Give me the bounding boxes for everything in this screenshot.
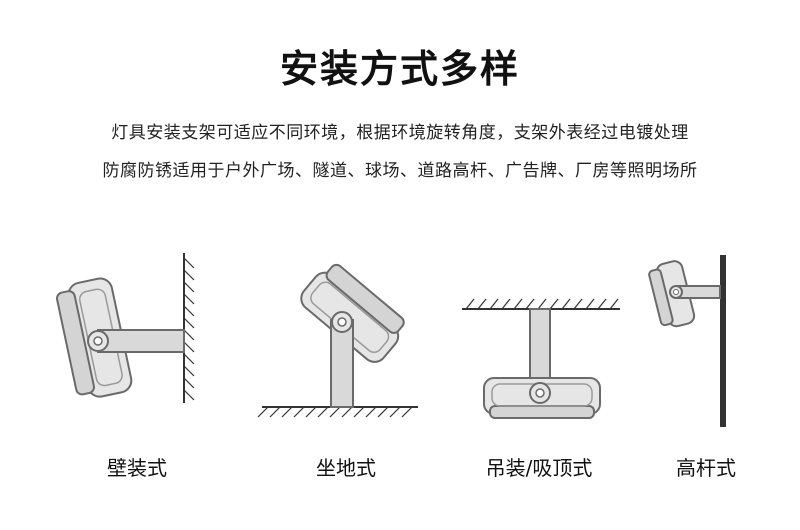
pole-mount-icon [648,255,726,427]
description-line-2: 防腐防锈适用于户外广场、隧道、球场、道路高杆、广告牌、厂房等照明场所 [102,161,698,181]
description-line-1: 灯具安装支架可适应不同环境，根据环境旋转角度，支架外表经过电镀处理 [111,123,689,143]
caption-floor-mount: 坐地式 [316,456,376,480]
caption-pole-mount: 高杆式 [676,456,736,480]
wall-mount-icon [56,253,195,403]
caption-wall-mount: 壁装式 [107,456,167,480]
ceiling-mount-icon [462,298,620,419]
floor-mount-icon [257,263,418,418]
page-title: 安装方式多样 [279,47,520,91]
caption-ceiling-mount: 吊装/吸顶式 [485,456,593,480]
mounting-diagrams [56,253,726,427]
